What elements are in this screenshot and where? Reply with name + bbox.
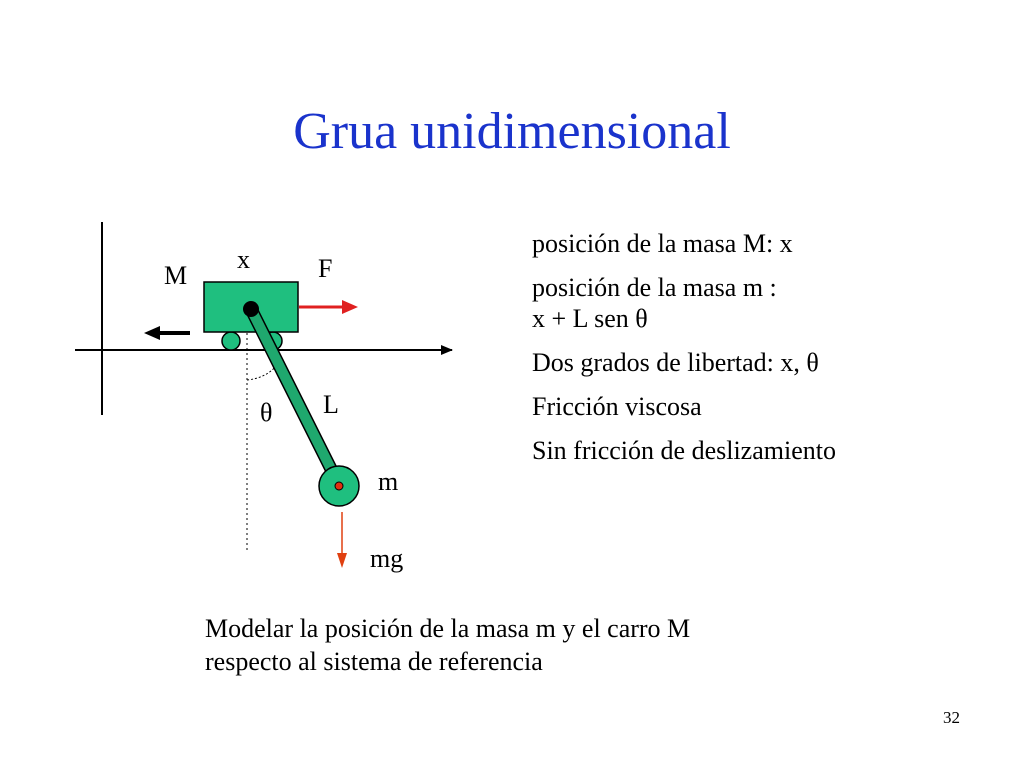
fact-line: Fricción viscosa xyxy=(532,392,702,421)
task-line: Modelar la posición de la masa m y el ca… xyxy=(205,614,691,643)
fact-degrees-of-freedom: Dos grados de libertad: x, θ xyxy=(532,347,1002,378)
angle-arc xyxy=(246,365,277,381)
fact-line: Sin fricción de deslizamiento xyxy=(532,436,836,465)
fact-mass-m-position: posición de la masa m : x + L sen θ xyxy=(532,272,1002,334)
fact-line: posición de la masa M: x xyxy=(532,229,793,258)
label-pendulum-mass: m xyxy=(378,467,398,496)
facts-list: posición de la masa M: x posición de la … xyxy=(532,228,1002,479)
fact-viscous-friction: Fricción viscosa xyxy=(532,391,1002,422)
task-line: respecto al sistema de referencia xyxy=(205,647,543,676)
weight-arrow-head xyxy=(337,553,347,568)
label-force: F xyxy=(318,254,332,283)
cart-wheel-left xyxy=(221,331,241,351)
pendulum-mass-dot xyxy=(334,481,344,491)
label-angle: θ xyxy=(260,398,272,427)
page-number: 32 xyxy=(943,708,960,727)
fact-mass-M-position: posición de la masa M: x xyxy=(532,228,1002,259)
label-weight: mg xyxy=(370,544,403,573)
fact-line: x + L sen θ xyxy=(532,304,648,333)
label-position-x: x xyxy=(237,245,250,274)
label-cart-mass: M xyxy=(164,261,187,290)
friction-arrow-head xyxy=(144,326,160,340)
fact-line: Dos grados de libertad: x, θ xyxy=(532,348,819,377)
pivot-dot xyxy=(243,301,259,317)
slide-title: Grua unidimensional xyxy=(293,103,731,160)
force-arrow-head xyxy=(342,300,358,314)
label-length: L xyxy=(323,390,339,419)
fact-line: posición de la masa m : xyxy=(532,273,777,302)
task-statement: Modelar la posición de la masa m y el ca… xyxy=(205,612,925,678)
fact-no-sliding-friction: Sin fricción de deslizamiento xyxy=(532,435,1002,466)
